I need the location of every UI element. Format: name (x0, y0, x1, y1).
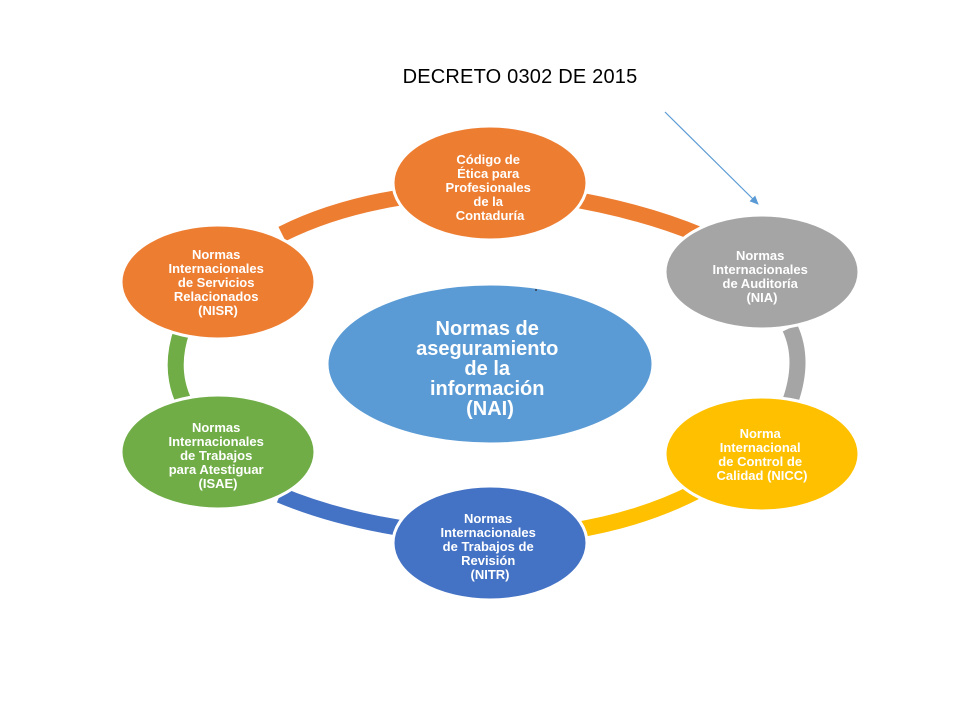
center-label-line: (NAI) (466, 398, 514, 420)
node-nicc-circle (663, 395, 861, 513)
node-codigo-etica: Código de Ética para Profesionales de la… (391, 124, 589, 242)
center-node: Normas de aseguramiento de la informació… (325, 282, 655, 446)
pointer-arrow (664, 111, 759, 205)
node-nia-label: Normas Internacionales de Auditoría (NIA… (713, 248, 812, 305)
arc-nia-nicc (782, 324, 806, 405)
node-nia-circle (663, 213, 861, 331)
node-codigo-etica-label: Código de Ética para Profesionales de la… (446, 152, 535, 223)
center-label-line: información (430, 378, 544, 400)
node-nitr-circle (391, 484, 589, 602)
node-nia: Normas Internacionales de Auditoría (NIA… (663, 213, 861, 331)
center-circle (325, 282, 655, 446)
node-nitr: Normas Internacionales de Trabajos de Re… (391, 484, 589, 602)
center-label: Normas de aseguramiento de la informació… (416, 318, 564, 420)
center-label-line: de la (464, 358, 510, 380)
arc-nicc-nitr (568, 484, 699, 539)
arc-isae-nisr (167, 327, 193, 408)
center-label-line: aseguramiento (416, 338, 558, 360)
stray-dot (535, 289, 537, 291)
node-nitr-label: Normas Internacionales de Trabajos de Re… (441, 511, 540, 582)
node-nisr-label: Normas Internacionales de Servicios Rela… (169, 247, 268, 318)
node-nisr-circle (119, 223, 317, 341)
node-codigo-etica-circle (391, 124, 589, 242)
node-isae-label: Normas Internacionales de Trabajos para … (169, 420, 268, 491)
slide-title: DECRETO 0302 DE 2015 (402, 66, 638, 88)
node-nicc-label: Norma Internacional de Control de Calida… (717, 426, 808, 483)
node-nicc: Norma Internacional de Control de Calida… (663, 395, 861, 513)
node-isae-circle (119, 393, 317, 511)
center-label-line: Normas de (436, 318, 539, 340)
node-nisr: Normas Internacionales de Servicios Rela… (119, 223, 317, 341)
node-isae: Normas Internacionales de Trabajos para … (119, 393, 317, 511)
